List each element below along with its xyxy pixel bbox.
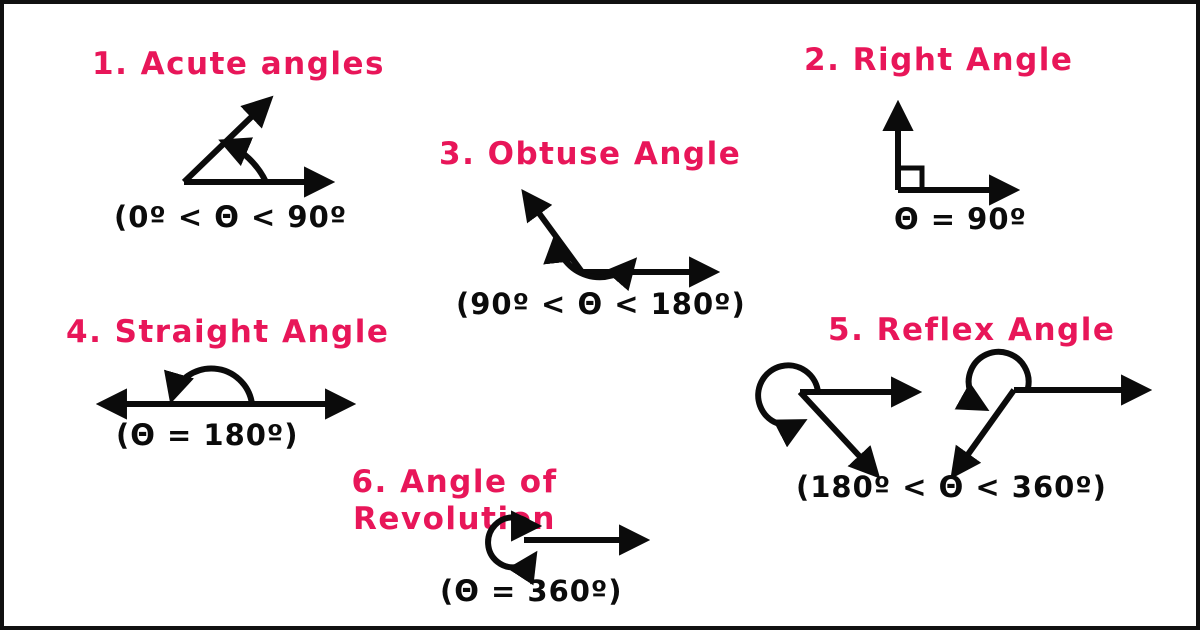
straight-angle-diagram (92, 360, 362, 420)
acute-angle-caption: (0º < Θ < 90º (114, 200, 348, 234)
straight-angle-caption: (Θ = 180º) (116, 418, 299, 452)
reflex-angle-title: 5. Reflex Angle (828, 312, 1116, 348)
straight-angle-title: 4. Straight Angle (66, 314, 390, 350)
reflex-angle-diagram (755, 348, 1156, 489)
right-angle-diagram (882, 96, 1044, 206)
reflex-figure-right (950, 348, 1153, 480)
revolution-title-line-1: 6. Angle of (351, 464, 558, 500)
right-angle-title: 2. Right Angle (804, 42, 1074, 78)
revolution-angle-diagram (485, 506, 662, 586)
right-angle-caption: Θ = 90º (894, 202, 1027, 236)
obtuse-angle-diagram (509, 180, 729, 292)
revolution-angle-caption: (Θ = 360º) (440, 574, 623, 608)
obtuse-angle-caption: (90º < Θ < 180º) (456, 287, 746, 321)
acute-angle-title: 1. Acute angles (92, 46, 385, 82)
reflex-figure-left (755, 362, 923, 479)
reflex-angle-caption: (180º < Θ < 360º) (796, 470, 1107, 504)
obtuse-angle-title: 3. Obtuse Angle (439, 136, 742, 172)
acute-angle-diagram (154, 82, 384, 207)
